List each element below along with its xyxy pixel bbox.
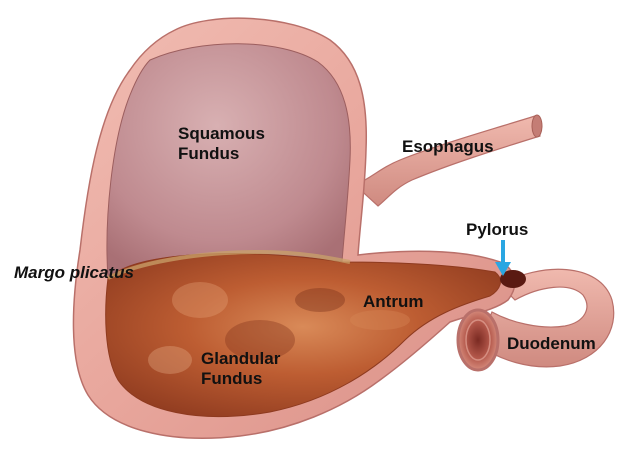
margo-plicatus-label: Margo plicatus [14,263,134,283]
esophagus-opening [532,115,542,137]
squamous-fundus-label-line2: Fundus [178,144,265,164]
squamous-fundus-label: Squamous Fundus [178,124,265,164]
glandular-fundus-label: Glandular Fundus [201,349,280,389]
glandular-fundus-label-line1: Glandular [201,349,280,369]
glandular-fundus-lining [106,254,501,417]
squamous-fundus-label-line1: Squamous [178,124,265,144]
pylorus-label: Pylorus [466,220,528,240]
esophagus-label: Esophagus [402,137,494,157]
glandular-fundus-label-line2: Fundus [201,369,280,389]
duodenum-label: Duodenum [507,334,596,354]
esophagus-tube [355,116,540,206]
duodenum-lumen [458,310,498,370]
antrum-label: Antrum [363,292,423,312]
